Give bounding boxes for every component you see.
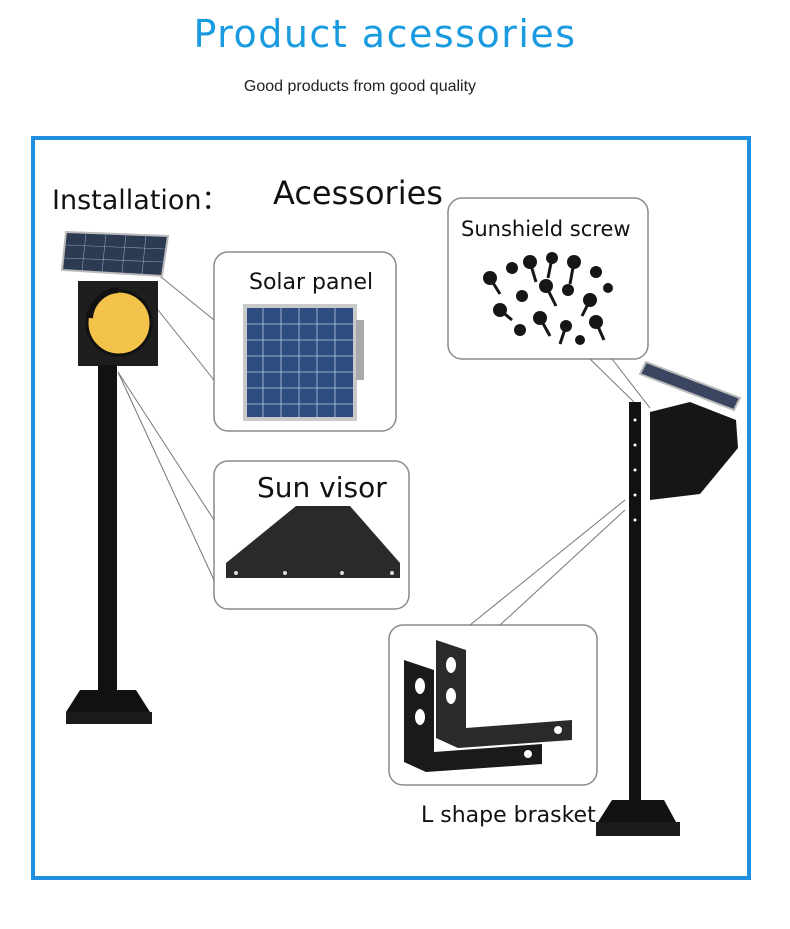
- amber-lens: [85, 289, 153, 357]
- mini-solar-panel: [60, 230, 170, 278]
- right-solar-panel: [638, 360, 742, 412]
- accessories-heading: Acessories: [273, 174, 443, 212]
- pole: [98, 365, 117, 697]
- solar-panel-label: Solar panel: [249, 270, 374, 295]
- accessories-frame: [31, 136, 751, 880]
- page-title: Product acessories: [193, 12, 577, 56]
- installation-heading: Installation：: [52, 185, 229, 216]
- l-brackets-image: [404, 640, 572, 772]
- right-signal-housing: [650, 402, 738, 500]
- l-bracket-label: L shape brasket: [421, 803, 596, 828]
- page-subtitle: Good products from good quality: [243, 78, 477, 95]
- solar-panel-image: [243, 304, 364, 421]
- pole-base: [66, 690, 150, 712]
- left-warning-light: [60, 230, 170, 724]
- right-pole: [629, 402, 641, 810]
- right-pole-base: [598, 800, 676, 822]
- sun-visor-image: [226, 506, 400, 578]
- right-warning-light: [596, 360, 742, 836]
- sun-visor-label: Sun visor: [257, 471, 387, 504]
- screws-image: [483, 252, 613, 345]
- sunshield-screw-label: Sunshield screw: [461, 217, 631, 241]
